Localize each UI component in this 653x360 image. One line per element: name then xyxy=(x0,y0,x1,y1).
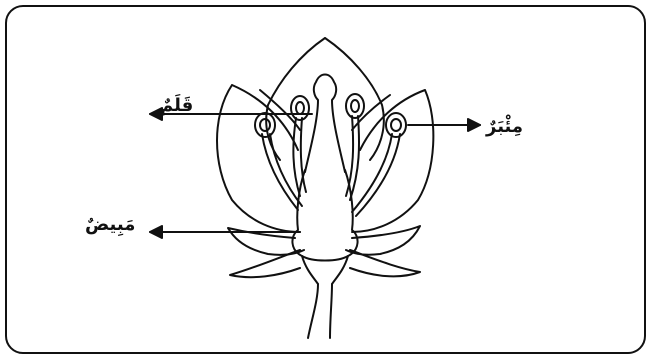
style-shape xyxy=(305,75,345,173)
anther-far-right-inner xyxy=(391,119,401,131)
anther-far-left xyxy=(255,113,275,137)
anther-right-inner xyxy=(351,100,359,112)
arrow-anther xyxy=(408,119,480,131)
back-petal xyxy=(266,38,384,160)
ovary-shape xyxy=(292,170,357,261)
anther-right xyxy=(346,94,364,118)
anther-label: مِئْبَرٌ xyxy=(486,118,523,136)
anther-far-left-inner xyxy=(260,119,270,131)
ovary-label: مَبِيضٌ xyxy=(85,216,135,234)
right-lower-sepal xyxy=(350,250,420,276)
anther-left-inner xyxy=(296,102,304,114)
stamen-right xyxy=(346,116,359,200)
style-label: قَلَمٌ xyxy=(160,97,193,115)
anther-left xyxy=(291,96,309,120)
left-petal xyxy=(217,85,300,232)
anther-far-right xyxy=(386,113,406,137)
stem xyxy=(308,284,332,338)
